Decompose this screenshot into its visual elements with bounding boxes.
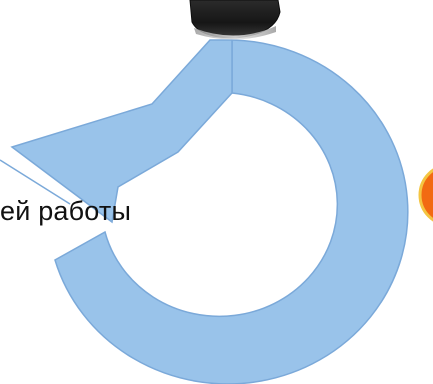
orange-marker-icon <box>418 168 433 222</box>
mouse-object-icon <box>189 0 281 40</box>
cycle-arrowhead <box>10 39 233 224</box>
cycle-arrow <box>0 39 409 384</box>
cycle-label: ей работы <box>0 196 132 226</box>
